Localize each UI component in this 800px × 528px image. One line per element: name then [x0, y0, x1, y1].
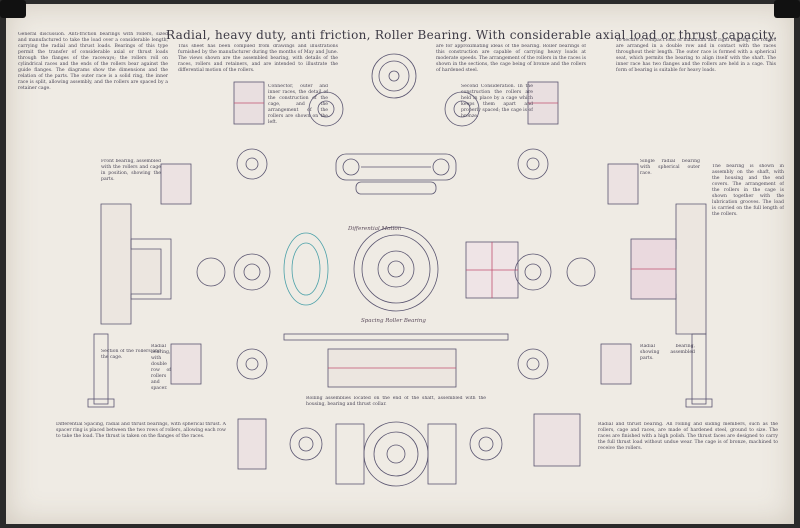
bearing-front-view-top-right	[444, 91, 480, 127]
binder-clip-top-left	[0, 0, 26, 18]
bearing-front-view-top	[371, 53, 417, 99]
binder-clip-top-right	[774, 0, 800, 18]
drawing-sheet: Radial, heavy duty, anti friction, Rolle…	[6, 4, 794, 524]
left-shaft-housing	[100, 203, 172, 325]
bottom-center-bearing	[335, 421, 457, 487]
bottom-right-section	[469, 413, 581, 467]
bearing-section-top-left	[233, 81, 265, 125]
note-mid-left-1: Front bearing, assembled with the roller…	[101, 159, 161, 182]
note-top-right: are for approximating ideas of the beari…	[436, 44, 586, 73]
note-bottom-left: Differential Spacing, radial and thrust …	[56, 422, 226, 439]
engineering-drawing	[87, 53, 713, 487]
note-right-mid-2: Radial bearing, showing assembled parts.	[640, 344, 695, 361]
bottom-left-section	[237, 418, 323, 470]
note-right-mid-1: Single radial bearing with spherical out…	[640, 159, 700, 176]
note-center: Connector, outer and inner races, the de…	[268, 84, 328, 125]
bearing-section-top-right	[527, 81, 559, 125]
roller-cage-assembly	[335, 153, 457, 195]
bearing-front-view-top-left	[308, 91, 344, 127]
note-left-column: General discussion. Anti-friction bearin…	[18, 32, 168, 91]
note-far-right: To secure a compact load of maximum and …	[616, 38, 776, 73]
note-top-left: This sheet has been compiled from drawin…	[178, 44, 338, 73]
sheet-title: Radial, heavy duty, anti friction, Rolle…	[166, 28, 778, 42]
note-mid-left-2: Section of the rollers and the cage.	[101, 349, 161, 360]
note-bottom-center: Rolling assemblies located on the end of…	[306, 396, 486, 407]
long-shaft	[283, 333, 509, 388]
roller-section-left	[160, 163, 192, 205]
lower-right-housing	[685, 333, 713, 408]
note-right-long: The bearing is shown in assembly on the …	[712, 164, 784, 217]
note-mid-left-3: Radial bearing, with double row of rolle…	[151, 344, 171, 391]
caption-differential-motion: Differential Motion	[348, 226, 402, 232]
center-bearing-large	[353, 226, 439, 312]
note-bottom-right: Radial and thrust bearing. All rolling a…	[598, 422, 778, 451]
right-shaft-housing	[630, 203, 707, 335]
note-second-consideration: Second Consideration. In the constructio…	[461, 84, 533, 119]
roller-section-right	[607, 163, 639, 205]
caption-spacing-roller-bearing: Spacing Roller Bearing	[361, 318, 426, 324]
center-bearing-left-oblique	[283, 232, 329, 306]
lower-left-housing	[87, 333, 115, 408]
center-bearing-right-section	[465, 241, 519, 299]
